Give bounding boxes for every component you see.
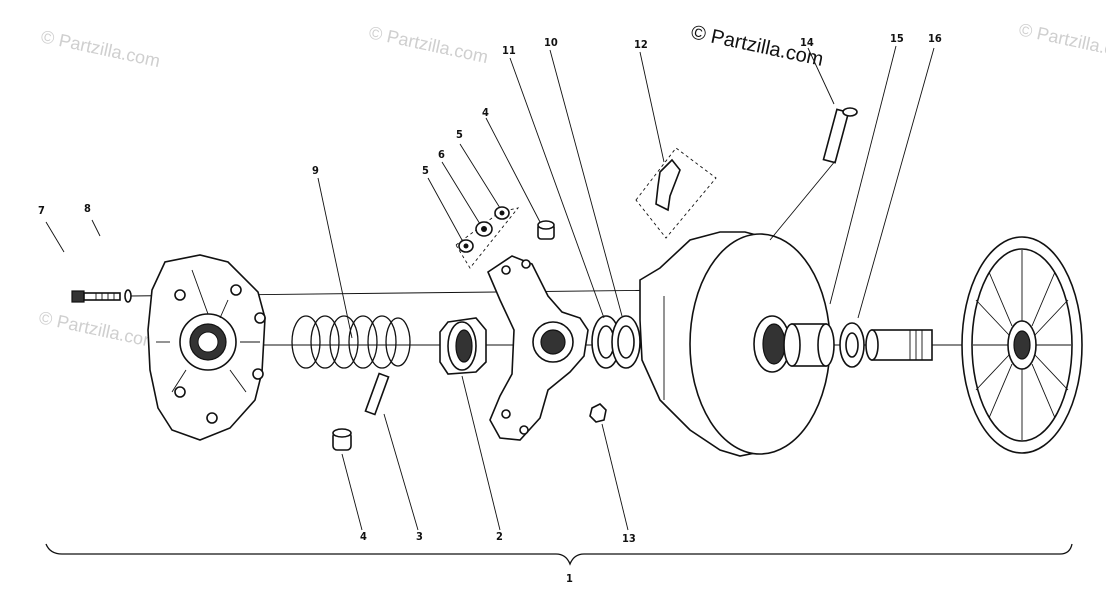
callout-3: 3 bbox=[416, 530, 423, 543]
callout-6: 6 bbox=[438, 148, 445, 161]
lock-washer-part-8 bbox=[124, 289, 132, 303]
roller-part-10 bbox=[611, 315, 641, 369]
watermark-faint-1: © Partzilla.com bbox=[39, 26, 162, 71]
pin-part-3 bbox=[364, 372, 390, 416]
callout-1: 1 bbox=[566, 572, 573, 585]
watermark-faint-4: © Partzilla.com bbox=[37, 307, 160, 352]
clip-part-12 bbox=[635, 147, 717, 239]
pin-part-14 bbox=[822, 107, 858, 164]
callout-9: 9 bbox=[312, 164, 319, 177]
washer-part-16 bbox=[839, 322, 865, 368]
callout-7: 7 bbox=[38, 204, 45, 217]
bolt-part-7 bbox=[71, 290, 121, 303]
callout-16: 16 bbox=[928, 32, 942, 45]
callout-5-upper: 5 bbox=[456, 128, 463, 141]
spider-arm bbox=[487, 255, 589, 441]
spring-part-9 bbox=[291, 315, 411, 369]
callout-12: 12 bbox=[634, 38, 648, 51]
watermark-faint-2: © Partzilla.com bbox=[367, 22, 490, 67]
bushing-part-4-upper bbox=[537, 220, 555, 240]
callout-4-lower: 4 bbox=[360, 530, 367, 543]
callout-10: 10 bbox=[544, 36, 558, 49]
callout-8: 8 bbox=[84, 202, 91, 215]
callout-5-lower: 5 bbox=[422, 164, 429, 177]
movable-sheave bbox=[639, 231, 831, 457]
cover-plate bbox=[147, 254, 266, 441]
bushing-part-15 bbox=[783, 323, 835, 367]
watermark-faint-3: © Partzilla.com bbox=[1017, 19, 1106, 64]
callout-15: 15 bbox=[890, 32, 904, 45]
spider-nut-part-2 bbox=[439, 317, 487, 375]
assembly-bracket bbox=[45, 543, 1073, 566]
leader-lines bbox=[45, 45, 935, 531]
callout-14: 14 bbox=[800, 36, 814, 49]
callout-4-upper: 4 bbox=[482, 106, 489, 119]
bushing-part-4-lower bbox=[332, 428, 352, 451]
callout-11: 11 bbox=[502, 44, 516, 57]
fixed-sheave bbox=[865, 236, 1083, 454]
callout-13: 13 bbox=[622, 532, 636, 545]
callout-2: 2 bbox=[496, 530, 503, 543]
nut-part-13 bbox=[589, 403, 607, 423]
washer-group-dashed-box bbox=[455, 206, 520, 269]
